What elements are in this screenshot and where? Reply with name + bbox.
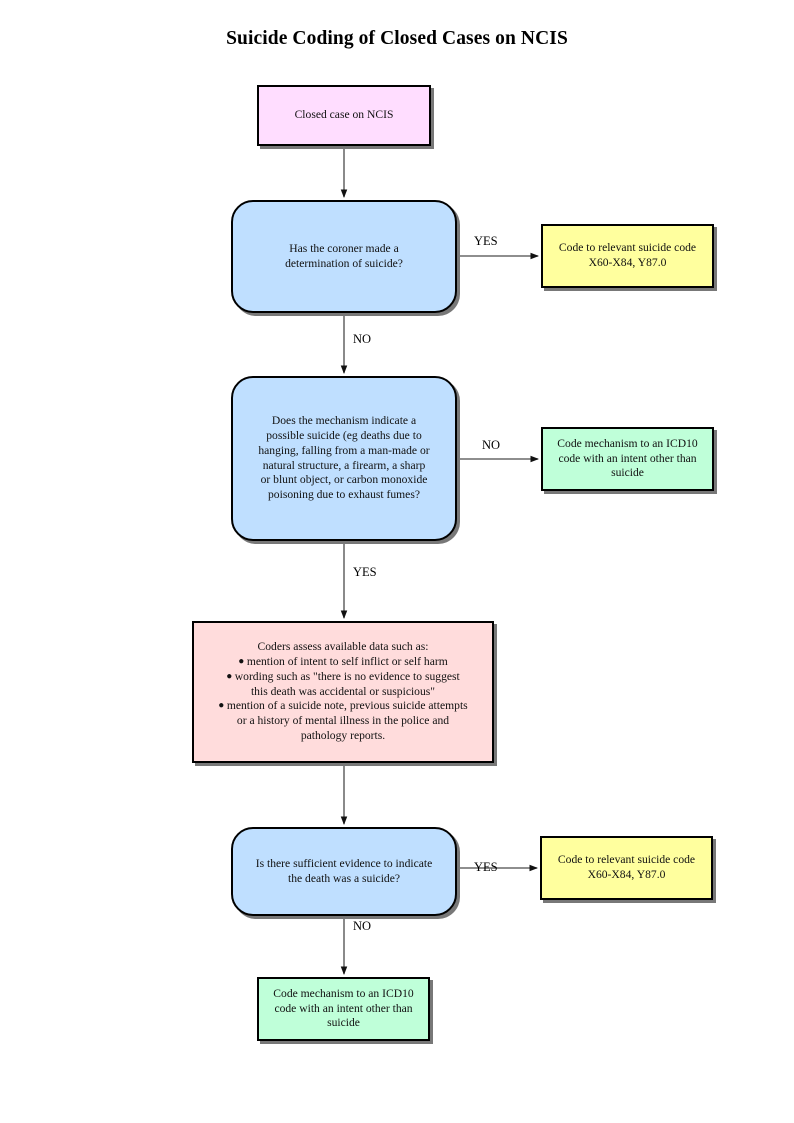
edge-label-decision2-no: NO [482, 438, 501, 452]
edge-label-decision1-yes: YES [474, 234, 498, 248]
process-line-text: Coders assess available data such as: [257, 640, 429, 654]
node-label: Closed case on NCIS [294, 108, 394, 122]
bullet-icon: ● [226, 670, 235, 682]
process-line: Coders assess available data such as: [200, 640, 486, 655]
process-line: ● mention of a suicide note, previous su… [200, 699, 486, 714]
process-line-text: mention of intent to self inflict or sel… [246, 654, 448, 668]
edge-label-decision3-no: NO [353, 919, 372, 933]
node-label: Coders assess available data such as:● m… [200, 640, 486, 744]
node-process-coders-assess-available-data: Coders assess available data such as:● m… [192, 621, 494, 763]
process-line-text: mention of a suicide note, previous suic… [226, 699, 468, 713]
process-line-text: or a history of mental illness in the po… [236, 714, 450, 728]
node-closed-case-on-ncis: Closed case on NCIS [257, 85, 431, 146]
process-line-text: wording such as "there is no evidence to… [234, 669, 460, 683]
edge-label-decision2-yes: YES [353, 565, 377, 579]
process-line: this death was accidental or suspicious" [200, 685, 486, 700]
bullet-icon: ● [238, 655, 247, 667]
process-line: ● mention of intent to self inflict or s… [200, 655, 486, 670]
process-line: or a history of mental illness in the po… [200, 714, 486, 729]
page-title: Suicide Coding of Closed Cases on NCIS [226, 28, 568, 49]
node-label: Is there sufficient evidence to indicate… [255, 856, 433, 885]
node-decision-sufficient-evidence: Is there sufficient evidence to indicate… [231, 827, 457, 916]
bullet-icon: ● [218, 700, 227, 712]
process-line-text: pathology reports. [300, 729, 386, 743]
process-line: ● wording such as "there is no evidence … [200, 670, 486, 685]
edge-label-decision1-no: NO [353, 332, 372, 346]
process-line-text: this death was accidental or suspicious" [250, 684, 436, 698]
edge-label-decision3-yes: YES [474, 860, 498, 874]
process-line: pathology reports. [200, 729, 486, 744]
